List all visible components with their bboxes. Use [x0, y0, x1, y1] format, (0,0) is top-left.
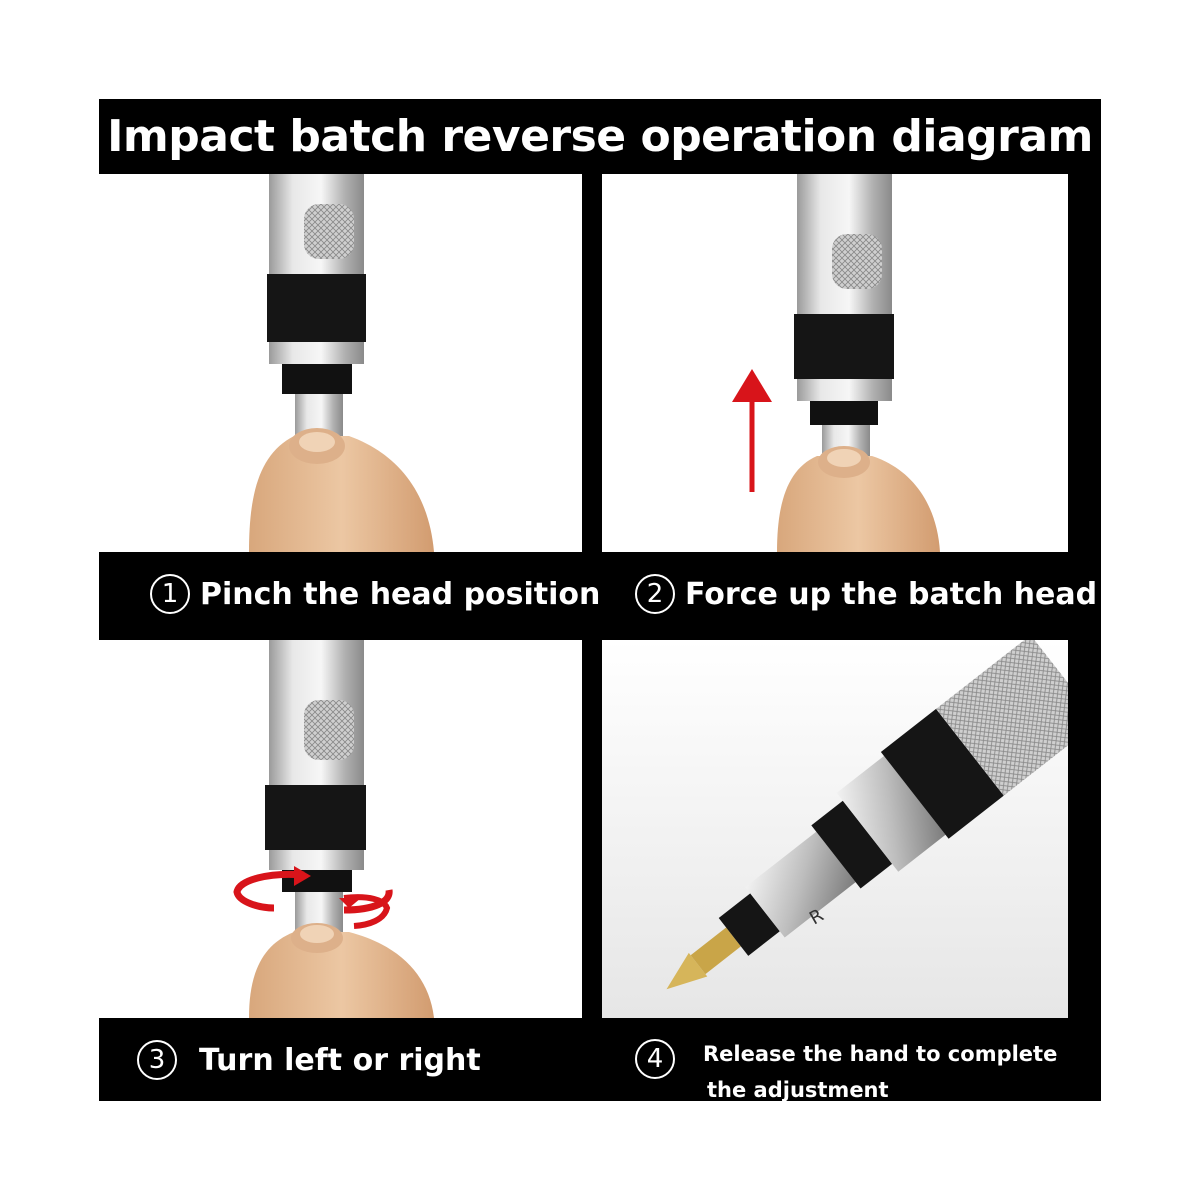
step-2-photo	[602, 174, 1068, 552]
step-4-number: 4	[635, 1039, 675, 1079]
step-2-caption: 2 Force up the batch head	[635, 574, 1097, 614]
step-1-caption: 1 Pinch the head position	[150, 574, 600, 614]
step-4-label-line1: Release the hand to complete	[703, 1042, 1058, 1066]
step-1-number: 1	[150, 574, 190, 614]
step-3-label: Turn left or right	[199, 1042, 481, 1078]
step-2-label: Force up the batch head	[685, 576, 1098, 612]
step-3-photo	[99, 640, 582, 1018]
step-2-number: 2	[635, 574, 675, 614]
step-3-caption: 3 Turn left or right	[137, 1040, 481, 1080]
screwdriver-push-up-illustration	[732, 174, 940, 552]
up-arrow-icon	[732, 369, 772, 492]
step-4-label: Release the hand to complete the adjustm…	[703, 1036, 1057, 1108]
screwdriver-pinch-illustration	[249, 174, 434, 552]
diagram-title: Impact batch reverse operation diagram	[107, 110, 1093, 162]
step-4-photo: R	[602, 640, 1068, 1018]
step-3-number: 3	[137, 1040, 177, 1080]
rotate-arrows-icon	[233, 866, 393, 929]
screwdriver-adjusted-illustration: R	[602, 640, 1068, 1018]
step-1-photo	[99, 174, 582, 552]
screwdriver-rotate-illustration	[233, 640, 434, 1018]
step-4-label-line2: the adjustment	[707, 1078, 889, 1102]
step-1-label: Pinch the head position	[200, 576, 601, 612]
step-4-caption: 4 Release the hand to complete the adjus…	[635, 1036, 1057, 1108]
